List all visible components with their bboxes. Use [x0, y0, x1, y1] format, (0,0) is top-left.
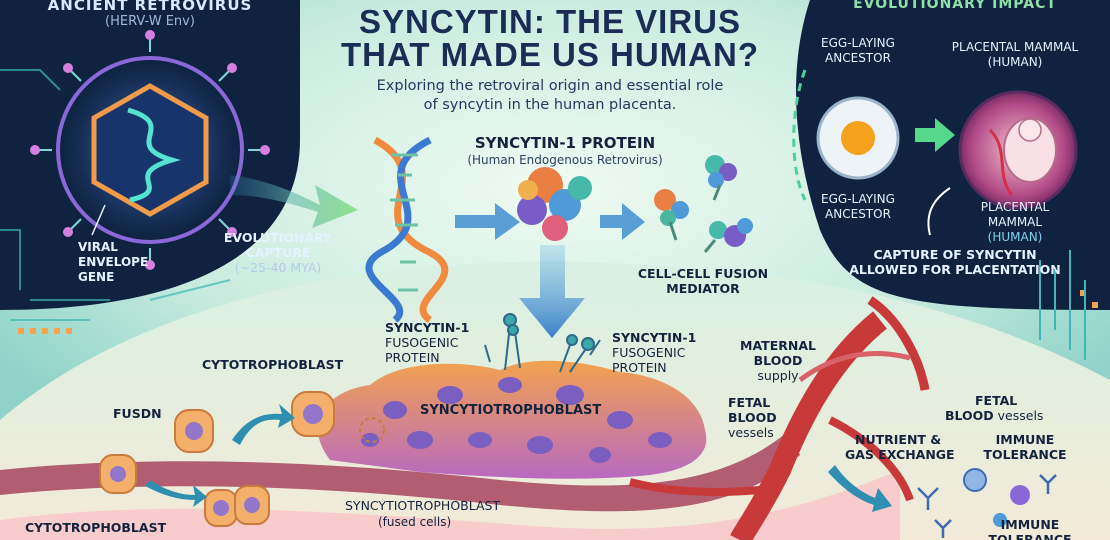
retrovirus-icon: [30, 30, 270, 270]
retrovirus-heading: ANCIENT RETROVIRUS: [47, 0, 253, 14]
mammal-label-bottom: PLACENTAL MAMMAL (HUMAN): [980, 200, 1050, 244]
syncytin-label-left: SYNCYTIN-1 FUSOGENIC PROTEIN: [385, 320, 470, 365]
page-title-line1: SYNCYTIN: THE VIRUS: [358, 3, 742, 40]
circuit-decoration-right: [1039, 250, 1086, 360]
fusion-mediator-label: CELL-CELL FUSION MEDIATOR: [637, 266, 769, 296]
retrovirus-subheading: (HERV-W Env): [105, 14, 195, 29]
nutrient-exchange-label: NUTRIENT & GAS EXCHANGE: [845, 432, 955, 462]
exchange-arrow: [828, 465, 892, 512]
immune-tolerance-label: IMMUNE TOLERANCE: [983, 432, 1067, 462]
egg-label-top: EGG-LAYING ANCESTOR: [821, 36, 895, 65]
syncytiotrophoblast-label: SYNCYTIOTROPHOBLAST: [420, 403, 602, 418]
mammal-label-top: PLACENTAL MAMMAL (HUMAN): [951, 40, 1079, 69]
fetal-blood-label-left: FETAL BLOOD vessels: [728, 395, 777, 440]
cytotrophoblast-cells: [99, 391, 385, 527]
fusion-arrow-lower: [145, 480, 207, 507]
capture-arrow: [230, 175, 358, 228]
circuit-dots: [18, 290, 1098, 334]
viral-gene-label: VIRAL ENVELOPE GENE: [78, 240, 149, 284]
fusion-label: FUSDN: [113, 406, 162, 421]
fusogenic-protein-markers: [484, 313, 601, 373]
arrow-dna-to-protein: [455, 203, 520, 240]
page-title-line2: THAT MADE US HUMAN?: [340, 36, 759, 73]
subtitle-line2: of syncytin in the human placenta.: [423, 97, 677, 113]
syncytin-protein-icon: [517, 167, 592, 241]
arrow-protein-to-fusion: [600, 203, 645, 240]
cytotrophoblast-label-bottom: CYTOTROPHOBLAST: [25, 520, 167, 535]
syncytiotrophoblast-bottom-label: SYNCYTIOTROPHOBLAST: [345, 498, 501, 513]
fusion-arrow: [232, 404, 295, 445]
fusion-protein-icons: [654, 155, 753, 253]
blood-vessels: [628, 296, 930, 540]
dna-helix-icon: [365, 136, 449, 323]
immune-tolerance-label-bottom: IMMUNE TOLERANCE: [988, 517, 1072, 540]
protein-title: SYNCYTIN-1 PROTEIN: [474, 134, 656, 152]
fetal-blood-label-right: FETAL BLOOD vessels: [945, 393, 1044, 423]
cytotrophoblast-label-top: CYTOTROPHOBLAST: [202, 357, 344, 372]
egg-label-bottom: EGG-LAYING ANCESTOR: [821, 192, 895, 221]
syncytin-label-right: SYNCYTIN-1 FUSOGENIC PROTEIN: [612, 330, 697, 375]
subtitle-line1: Exploring the retroviral origin and esse…: [376, 78, 724, 94]
capture-label: EVOLUTIONARY CAPTURE (~25-40 MYA): [223, 230, 333, 275]
impact-heading: EVOLUTIONARY IMPACT: [853, 0, 1057, 12]
arrow-down-to-placenta: [519, 245, 585, 338]
capture-note: CAPTURE OF SYNCYTIN ALLOWED FOR PLACENTA…: [849, 247, 1061, 277]
syncytiotrophoblast-mass: [317, 360, 707, 479]
membrane-band: [0, 430, 800, 512]
egg-icon: [816, 96, 900, 180]
protein-subtitle: (Human Endogenous Retrovirus): [467, 153, 663, 167]
immune-cells: [917, 468, 1057, 538]
capture-pointer: [927, 187, 951, 236]
viral-gene-pointer: [91, 204, 106, 236]
circuit-decoration-left: [0, 69, 231, 321]
dashed-curve: [792, 69, 807, 201]
evolution-arrow: [915, 118, 955, 152]
fused-cells-label: (fused cells): [378, 515, 452, 529]
nuclei: [361, 377, 672, 463]
placental-mammal-icon: [958, 90, 1078, 210]
maternal-blood-label: MATERNAL BLOOD supply: [740, 338, 816, 383]
